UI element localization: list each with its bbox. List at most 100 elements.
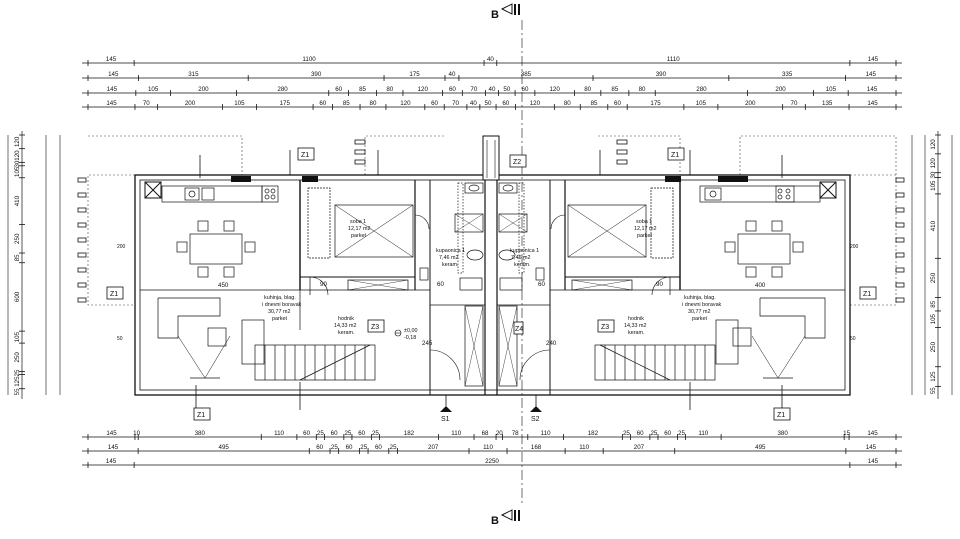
dim-label: 70 xyxy=(452,100,459,107)
dim-label: 40 xyxy=(449,71,456,78)
central-bathrooms xyxy=(419,182,551,387)
dim-label: 60 xyxy=(502,100,509,107)
room-kitchen-left-area: 30,77 m2 xyxy=(268,309,290,315)
opening-w60-left: 60 xyxy=(437,281,444,288)
dim-label: 60 xyxy=(522,86,529,93)
dim-label: 55 xyxy=(930,387,937,394)
section-marker-top: B xyxy=(491,3,520,21)
dim-label: 60 xyxy=(637,430,644,437)
opening-win-right: 200 xyxy=(850,244,859,250)
sofa-right xyxy=(759,297,826,339)
dim-label: 30 xyxy=(14,160,21,167)
dim-label: 70 xyxy=(791,100,798,107)
dim-label: 85 xyxy=(343,100,350,107)
dim-label: 175 xyxy=(280,100,291,107)
dim-label: 60 xyxy=(449,86,456,93)
dim-label: 40 xyxy=(470,100,477,107)
section-s1: S1 xyxy=(441,416,450,423)
dim-label: 120 xyxy=(14,150,21,161)
dim-label: 120 xyxy=(14,136,21,147)
dim-label: 110 xyxy=(579,444,589,451)
level-sub: -0,18 xyxy=(404,335,416,341)
dim-label: 135 xyxy=(822,100,833,107)
dim-label: 60 xyxy=(375,444,382,451)
room-bath-right-floor: keram. xyxy=(514,262,530,268)
tag-z2-top: Z2 xyxy=(513,159,521,166)
section-marker-bottom: B xyxy=(491,509,520,527)
dim-label: 120 xyxy=(930,158,937,169)
dim-label: 380 xyxy=(195,430,206,437)
dim-label: 200 xyxy=(198,86,209,93)
tag-z1-right: Z1 xyxy=(863,291,871,298)
dim-label: 182 xyxy=(588,430,599,437)
dim-label: 25 xyxy=(623,430,630,437)
room-kitchen-right-name: kuhinja, blag. xyxy=(684,295,716,301)
dim-label: 120 xyxy=(530,100,541,107)
dim-label: 410 xyxy=(930,220,937,231)
dim-label: 120 xyxy=(400,100,411,107)
opening-w90-right: 90 xyxy=(656,281,663,288)
dim-label: 60 xyxy=(335,86,342,93)
tag-z1-top-left: Z1 xyxy=(301,152,309,159)
entry-right xyxy=(498,305,518,387)
room-kitchen-right-floor: parket xyxy=(692,316,707,322)
dim-label: 250 xyxy=(14,352,21,363)
dim-label: 250 xyxy=(930,341,937,352)
dim-label: 125 xyxy=(930,371,937,382)
dim-label: 25 xyxy=(650,430,657,437)
room-bedroom-right-area: 12,17 m2 xyxy=(634,226,656,232)
dim-label: 120 xyxy=(930,139,937,150)
tag-z3-left: Z3 xyxy=(371,324,379,331)
bed-left xyxy=(334,204,414,258)
level-main: ±0,00 xyxy=(404,328,417,334)
room-bath-left-floor: keram. xyxy=(442,262,458,268)
wall-type-tags: Z1 Z2 Z1 Z1 Z1 Z3 Z3 Z1 Z1 Z4 xyxy=(106,147,877,421)
tag-z4: Z4 xyxy=(515,326,523,333)
room-kitchen-right-area: 30,77 m2 xyxy=(688,309,710,315)
opening-door-left: 50 xyxy=(117,336,123,342)
room-bedroom-right-name: soba 1 xyxy=(636,219,652,225)
left-unit-furniture xyxy=(157,185,461,381)
section-letter-top: B xyxy=(491,9,499,21)
dining-table-left xyxy=(189,233,243,265)
dim-label: 85 xyxy=(14,254,21,261)
dim-label: 145 xyxy=(106,458,117,465)
dim-label: 25 xyxy=(331,444,338,451)
opening-d245: 245 xyxy=(422,340,433,347)
dim-label: 145 xyxy=(867,86,878,93)
room-bedroom-right-floor: parket xyxy=(637,233,652,239)
dim-label: 50 xyxy=(485,100,492,107)
dim-label: 145 xyxy=(106,100,117,107)
right-unit-furniture xyxy=(550,185,826,381)
dim-label: 145 xyxy=(107,86,118,93)
dim-label: 60 xyxy=(664,430,671,437)
dim-label: 105 xyxy=(696,100,707,107)
dim-label: 25 xyxy=(372,430,379,437)
bed-right xyxy=(567,204,647,258)
room-kitchen-right-name2: i dnevni boravak xyxy=(682,302,722,308)
dim-label: 110 xyxy=(451,430,461,437)
section-cuts: S1 S2 xyxy=(440,395,542,423)
dim-label: 120 xyxy=(549,86,560,93)
dim-label: 280 xyxy=(277,86,288,93)
dim-label: 60 xyxy=(346,444,353,451)
dim-label: 145 xyxy=(866,71,877,78)
dim-label: 120 xyxy=(418,86,429,93)
dim-label: 110 xyxy=(698,430,708,437)
dim-label: 60 xyxy=(319,100,326,107)
tag-z1-left: Z1 xyxy=(110,291,118,298)
room-kitchen-left-floor: parket xyxy=(272,316,287,322)
room-bath-left-name: kupaonica 1 xyxy=(436,248,465,254)
dim-label: 55 xyxy=(14,388,21,395)
room-hall-left-floor: keram. xyxy=(338,330,354,336)
armchair-right xyxy=(732,327,752,347)
dim-label: 207 xyxy=(428,444,439,451)
dim-label: 145 xyxy=(108,444,119,451)
dim-label: 80 xyxy=(584,86,591,93)
opening-win-left: 200 xyxy=(117,244,126,250)
dim-label: 385 xyxy=(521,71,532,78)
dim-label: 20 xyxy=(496,430,503,437)
dim-label: 207 xyxy=(634,444,645,451)
dim-label: 495 xyxy=(755,444,766,451)
